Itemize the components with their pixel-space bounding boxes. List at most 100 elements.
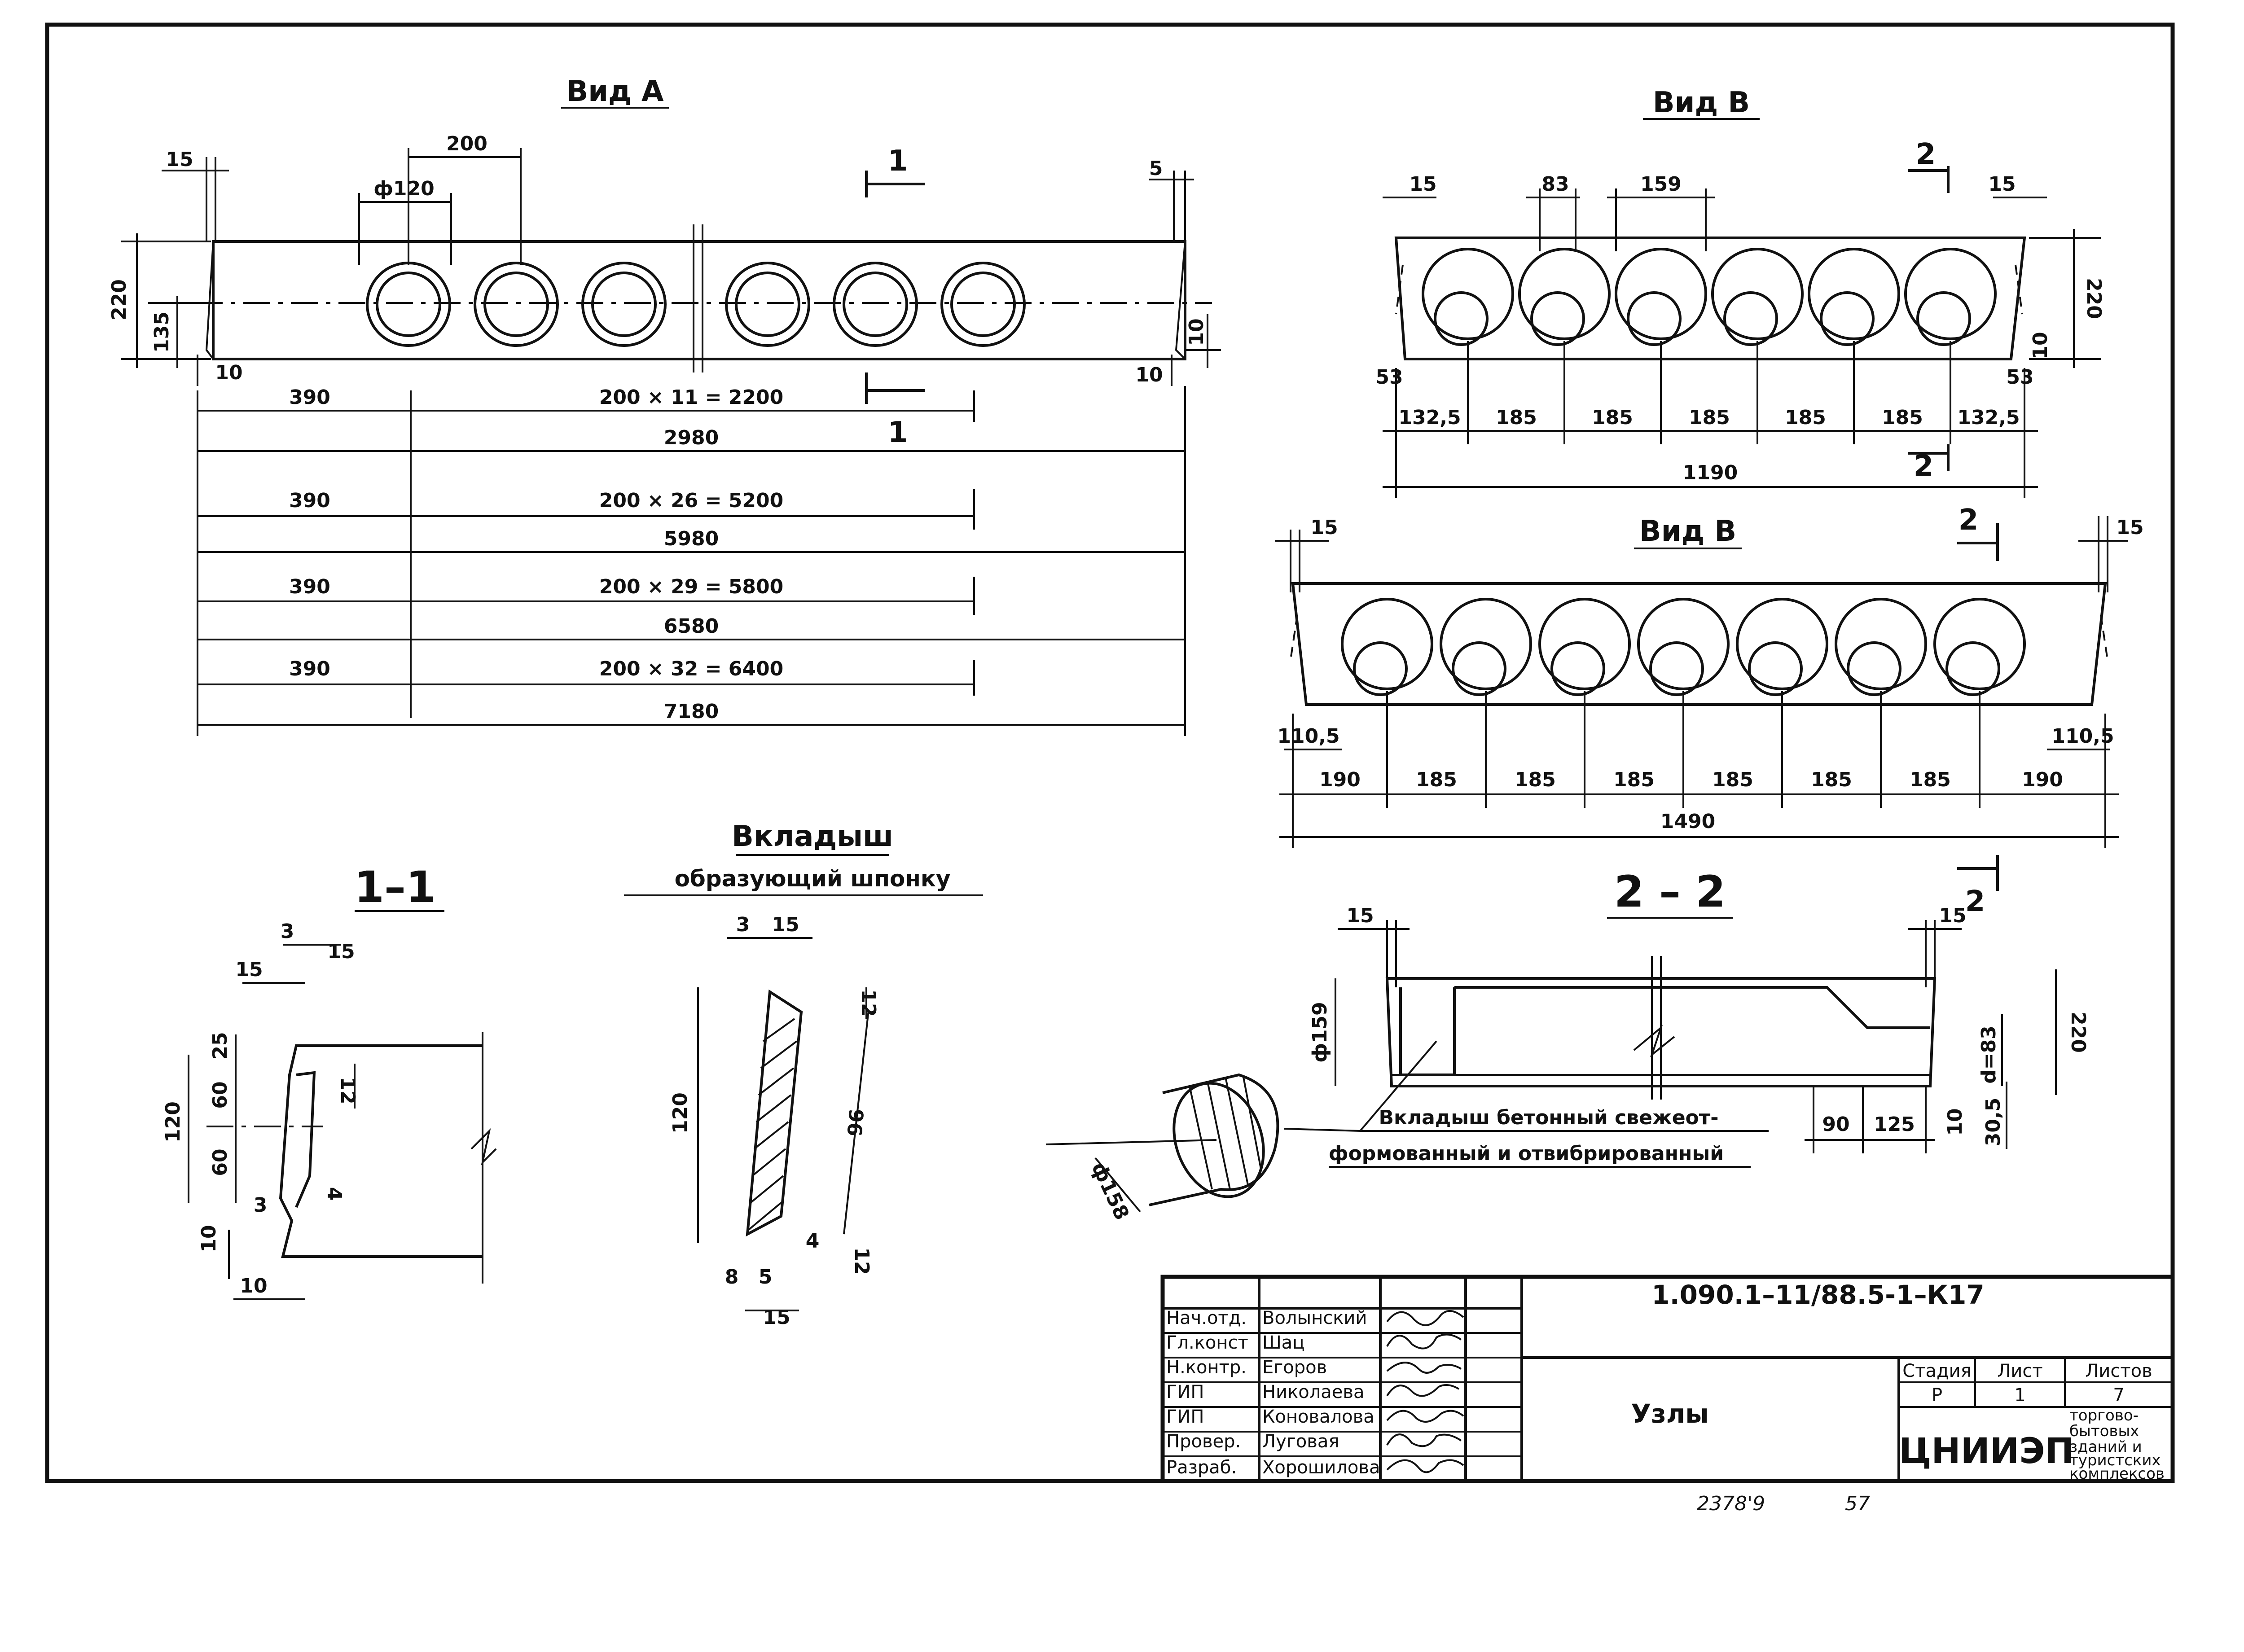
section-22-slab bbox=[1385, 977, 1937, 1087]
section-11-title: 1–1 bbox=[354, 862, 436, 912]
section-22-dim-220: 220 bbox=[2067, 1012, 2090, 1053]
section-22-dim-10: 10 bbox=[1944, 1108, 1967, 1135]
view-a-voids bbox=[366, 262, 1026, 347]
view-a-dim-rows: 390 200 × 11 = 2200 2980 390 200 × 26 = … bbox=[197, 386, 1186, 736]
view-b1-dim-10: 10 bbox=[2029, 332, 2052, 359]
tb-stage: Р bbox=[1932, 1385, 1942, 1406]
section-22-plug: ф158 bbox=[1045, 1073, 1279, 1223]
insert-shape bbox=[746, 989, 803, 1237]
view-b-lower: Вид В 15 15 2 110,5 110,5 bbox=[1275, 504, 2144, 848]
view-b1-chain-5: 185 bbox=[1882, 406, 1923, 429]
view-a-dim-5: 5 bbox=[1149, 157, 1163, 180]
title-block: Нач.отд. Волынский Гл.конст Шац Н.контр.… bbox=[1160, 1275, 2175, 1483]
section-22-dim-125: 125 bbox=[1874, 1113, 1915, 1136]
view-b1-section-mark-top: 2 bbox=[1916, 138, 1936, 171]
section-22-plug-dim: ф158 bbox=[1087, 1159, 1133, 1223]
view-a-row1-total: 2980 bbox=[664, 426, 719, 449]
tb-sheets-label: Листов bbox=[2085, 1361, 2152, 1381]
view-b1-chain-2: 185 bbox=[1592, 406, 1633, 429]
view-b2-dim-corner-right: 110,5 bbox=[2051, 725, 2114, 748]
section-22-dim-30-5: 30,5 bbox=[1982, 1098, 2005, 1147]
tb-role-6: Разраб. bbox=[1166, 1457, 1237, 1478]
insert-dim-12b: 12 bbox=[850, 1247, 873, 1275]
view-b2-chain-5: 185 bbox=[1811, 768, 1852, 791]
view-b1-chain-0: 132,5 bbox=[1398, 406, 1461, 429]
tb-sheet-name: Узлы bbox=[1631, 1398, 1708, 1429]
view-a-row3-left: 390 bbox=[289, 575, 330, 598]
view-b2-dim-corner-left: 110,5 bbox=[1277, 725, 1339, 748]
view-a-row2-total: 5980 bbox=[664, 527, 719, 550]
section-11-dim-60a: 60 bbox=[209, 1081, 232, 1109]
section-11-dim-10a: 10 bbox=[198, 1225, 220, 1252]
view-a-row1-left: 390 bbox=[289, 386, 330, 409]
tb-stage-label: Стадия bbox=[1902, 1361, 1971, 1381]
view-a-dim-10-right-a: 10 bbox=[1185, 318, 1208, 346]
view-b1-slab bbox=[1394, 237, 2026, 360]
view-b2-chain-2: 185 bbox=[1515, 768, 1556, 791]
view-a-row1-mid: 200 × 11 = 2200 bbox=[599, 386, 784, 409]
tb-name-4: Коновалова bbox=[1262, 1407, 1375, 1427]
tb-name-2: Егоров bbox=[1262, 1357, 1327, 1378]
section-22-note-line1: Вкладыш бетонный свежеот- bbox=[1379, 1106, 1718, 1129]
view-a-row2-mid: 200 × 26 = 5200 bbox=[599, 489, 784, 512]
view-a-dim-220: 220 bbox=[108, 279, 131, 320]
view-b2-dim-15-left: 15 bbox=[1310, 516, 1338, 539]
tb-sheet: 1 bbox=[2014, 1385, 2025, 1406]
view-a-row3-total: 6580 bbox=[664, 615, 719, 638]
tb-org-desc-1: бытовых bbox=[2069, 1422, 2139, 1440]
view-a-dim-phi120: ф120 bbox=[373, 177, 435, 200]
view-b1-title: Вид В bbox=[1653, 86, 1750, 119]
view-b1-chain-4: 185 bbox=[1785, 406, 1826, 429]
section-11-dim-25: 25 bbox=[209, 1032, 232, 1059]
tb-role-4: ГИП bbox=[1166, 1407, 1204, 1427]
section-1-1: 1–1 3 15 15 25 120 60 60 12 3 4 10 10 bbox=[162, 862, 497, 1300]
section-11-dim-120: 120 bbox=[162, 1101, 184, 1143]
tb-org-desc-3: туристских bbox=[2069, 1451, 2161, 1469]
section-22-dim-phi159: ф159 bbox=[1309, 1002, 1331, 1063]
section-11-dim-3: 3 bbox=[281, 920, 294, 943]
tb-name-6: Хорошилова bbox=[1262, 1457, 1380, 1478]
view-a-dim-135: 135 bbox=[150, 311, 173, 353]
view-b1-dim-53-left: 53 bbox=[1375, 366, 1403, 389]
insert-dim-4: 4 bbox=[806, 1230, 820, 1253]
tb-org: ЦНИИЭП bbox=[1899, 1431, 2074, 1472]
view-b1-dim-159: 159 bbox=[1640, 173, 1682, 196]
section-11-dim-3b: 3 bbox=[254, 1194, 268, 1217]
insert-dim-15: 15 bbox=[772, 913, 799, 936]
tb-name-3: Николаева bbox=[1262, 1382, 1364, 1402]
tb-role-1: Гл.конст bbox=[1166, 1332, 1248, 1353]
tb-role-0: Нач.отд. bbox=[1166, 1308, 1247, 1328]
tb-name-5: Луговая bbox=[1262, 1431, 1339, 1452]
section-22-title: 2 – 2 bbox=[1614, 867, 1726, 917]
tb-org-desc-0: торгово- bbox=[2069, 1407, 2139, 1424]
view-b2-chain-0: 190 bbox=[1319, 768, 1361, 791]
insert-hatch bbox=[748, 1018, 798, 1231]
view-a-row3-mid: 200 × 29 = 5800 bbox=[599, 575, 784, 598]
view-a-row2-left: 390 bbox=[289, 489, 330, 512]
view-a-dim-15: 15 bbox=[166, 148, 193, 171]
tb-role-5: Провер. bbox=[1166, 1431, 1241, 1452]
tb-org-desc-4: комплексов bbox=[2069, 1465, 2165, 1483]
section-11-dim-15a: 15 bbox=[327, 940, 355, 963]
tb-role-3: ГИП bbox=[1166, 1382, 1204, 1402]
insert-dim-96: 96 bbox=[842, 1108, 867, 1137]
view-a-dim-200: 200 bbox=[446, 132, 487, 155]
view-b2-chain-1: 185 bbox=[1416, 768, 1457, 791]
view-b2-chain-6: 185 bbox=[1910, 768, 1951, 791]
footer-page: 57 bbox=[1845, 1492, 1870, 1515]
tb-code: 1.090.1–11/88.5-1–К17 bbox=[1651, 1280, 1984, 1310]
view-b2-total: 1490 bbox=[1660, 810, 1715, 833]
insert-dim-3: 3 bbox=[736, 913, 750, 936]
view-b-upper: Вид В 15 83 159 15 2 2 bbox=[1375, 86, 2105, 498]
section-11-dim-10b: 10 bbox=[240, 1275, 267, 1297]
section-22-mark: 2 bbox=[1965, 885, 1985, 918]
footer-inventory: 2378'9 bbox=[1697, 1492, 1765, 1515]
insert-title-line2: образующий шпонку bbox=[675, 866, 951, 892]
insert-dim-5: 5 bbox=[759, 1266, 773, 1288]
view-b1-dim-53-right: 53 bbox=[2006, 366, 2033, 389]
view-b1-dim-220: 220 bbox=[2082, 278, 2105, 319]
insert-title-line1: Вкладыш bbox=[732, 820, 893, 853]
insert-dim-8: 8 bbox=[725, 1266, 739, 1288]
section-11-dim-15b: 15 bbox=[235, 958, 263, 981]
sheet-frame bbox=[45, 22, 2175, 1483]
